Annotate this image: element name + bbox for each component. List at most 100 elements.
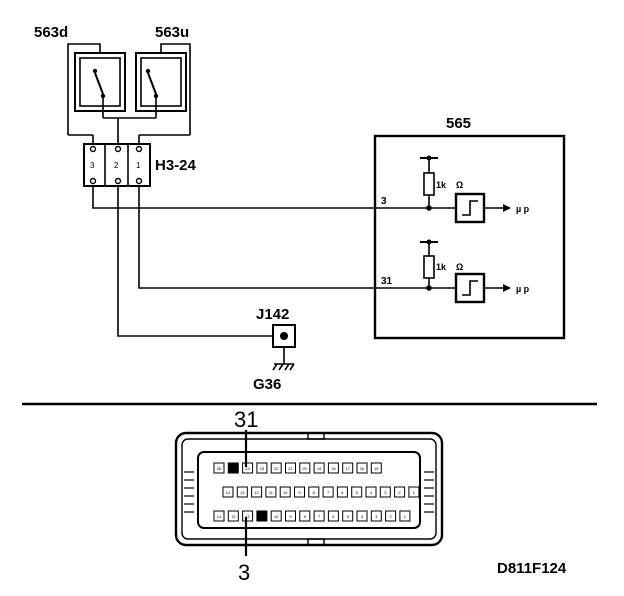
plug-pin-row3-6 (327, 510, 339, 522)
resistor-a-value: 1k (436, 180, 447, 190)
plug-pin-row3-7 (313, 510, 325, 522)
plug-pin-row2-9 (294, 486, 305, 498)
plug-pin-number: 5 (347, 514, 350, 519)
plug-pin-number: 8 (313, 490, 316, 495)
plug-pin-number: 11 (269, 490, 274, 495)
switch-563d (74, 52, 126, 118)
control-unit-pin-31: 31 (381, 276, 393, 287)
plug-pin-number: 18 (331, 466, 336, 471)
resistor-a-unit: Ω (456, 180, 463, 190)
plug-pin-number: 7 (318, 514, 321, 519)
plug-pin-row3-1 (399, 510, 411, 522)
plug-pin-row3-14 (213, 510, 225, 522)
junction-label: J142 (256, 306, 289, 323)
plug-pin-number: 3 (375, 514, 378, 519)
plug-callout-bottom: 3 (238, 560, 250, 585)
connector-wires (92, 186, 429, 337)
plug-pin-number: 5 (356, 490, 359, 495)
plug-pin-row2-6 (336, 486, 348, 498)
plug-pin-row3-3 (370, 510, 382, 522)
plug-pin-row3-9 (285, 510, 296, 522)
plug-pin-number: 4 (361, 514, 364, 519)
plug-pin-number: 21 (288, 466, 293, 471)
plug-pin-number: 2 (398, 490, 401, 495)
plug-pin-row1-16 (356, 462, 368, 474)
output-a-label: µ p (516, 204, 530, 214)
plug-pin-row1-17 (342, 462, 354, 474)
plug-pin-number: 17 (345, 466, 350, 471)
input-circuit-a: 1k Ω µ p (420, 155, 530, 224)
plug-housing (174, 431, 444, 547)
plug-pin-row2-5 (351, 486, 363, 498)
plug-pin-row2-14 (222, 486, 234, 498)
plug-pin-row3-5 (342, 510, 354, 522)
plug-pin-number: 12 (245, 514, 250, 519)
plug-pin-number: 16 (360, 466, 365, 471)
plug-pin-row3-10 (270, 510, 282, 522)
plug-pin-number: 13 (240, 490, 245, 495)
plug-pin-row3-11 (256, 510, 268, 522)
plug-pin-number: 8 (304, 514, 307, 519)
plug-pin-row3-13 (227, 510, 239, 522)
plug-pin-number: 9 (289, 514, 292, 519)
plug-pin-row1-24 (242, 462, 254, 474)
plug-pin-number: 22 (274, 466, 279, 471)
plug-pin-row2-1 (408, 486, 420, 498)
plug-pin-row1-19 (313, 462, 325, 474)
plug-pin-number: 14 (217, 514, 222, 519)
plug-pin-row1-20 (299, 462, 311, 474)
plug-pin-number: 3 (384, 490, 387, 495)
plug-pin-number: 10 (283, 490, 288, 495)
plug-pin-row3-2 (385, 510, 397, 522)
connector-pin-1: 1 (136, 161, 141, 170)
plug-pin-row1-26 (213, 462, 225, 474)
switch-wiring (67, 43, 191, 144)
figure-id: D811F124 (497, 560, 567, 577)
plug-pin-number: 9 (298, 490, 301, 495)
plug-pin-row1-22 (270, 462, 282, 474)
junction-j142 (272, 324, 296, 364)
plug-pin-number: 20 (303, 466, 308, 471)
plug-pin-number: 1 (413, 490, 416, 495)
plug-pin-number: 13 (231, 514, 236, 519)
ground-label: G36 (253, 376, 281, 393)
switch-563u (135, 52, 187, 118)
plug-pin-number: 26 (217, 466, 222, 471)
control-unit-pin-3: 3 (381, 196, 387, 207)
plug-pin-row2-7 (322, 486, 334, 498)
plug-pin-row1-25 (227, 462, 239, 474)
plug-pin-row2-2 (394, 486, 406, 498)
plug-pin-number: 10 (274, 514, 279, 519)
plug-pin-number: 2 (389, 514, 392, 519)
plug-pin-row1-15 (370, 462, 382, 474)
control-unit-box (373, 134, 566, 340)
plug-pin-number: 1 (404, 514, 407, 519)
plug-pin-row1-21 (285, 462, 296, 474)
plug-pin-number: 4 (370, 490, 373, 495)
plug-pin-number: 12 (254, 490, 259, 495)
plug-pin-row3-4 (356, 510, 368, 522)
connector-label: H3-24 (155, 157, 197, 174)
resistor-b-unit: Ω (456, 262, 463, 272)
switch-up-label: 563u (155, 24, 189, 41)
plug-pin-row3-12 (242, 510, 254, 522)
switch-down-label: 563d (34, 24, 68, 41)
plug-pin-row2-4 (365, 486, 377, 498)
plug-pin-row1-23 (256, 462, 268, 474)
input-circuit-b: 1k Ω µ p (420, 239, 530, 304)
plug-pin-number: 6 (341, 490, 344, 495)
resistor-b-value: 1k (436, 262, 447, 272)
output-b-label: µ p (516, 284, 530, 294)
plug-pin-row2-12 (251, 486, 263, 498)
connector-pin-2: 2 (114, 161, 119, 170)
plug-pin-number: 23 (260, 466, 265, 471)
plug-pin-row1-18 (327, 462, 339, 474)
plug-callout-top: 31 (234, 407, 258, 432)
plug-pin-number: 19 (317, 466, 322, 471)
connector-h3-24: 3 2 1 (83, 143, 151, 187)
connector-pin-3: 3 (90, 161, 95, 170)
plug-pin-number: 6 (332, 514, 335, 519)
plug-pin-row2-13 (236, 486, 248, 498)
